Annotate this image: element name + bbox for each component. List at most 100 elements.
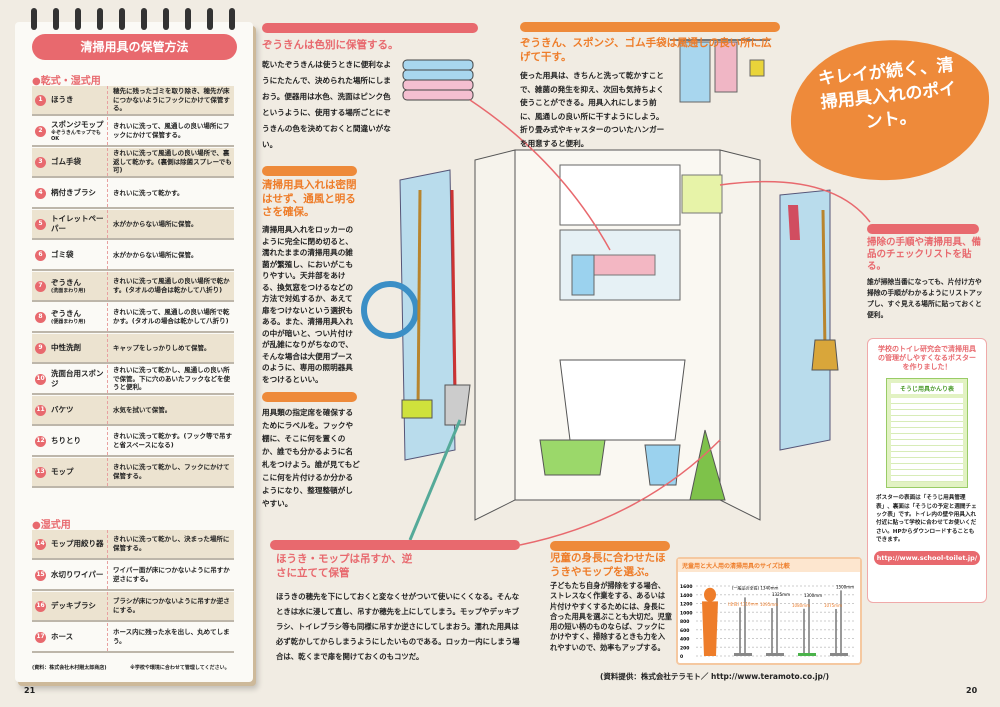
row-number: 7 [35,280,46,292]
left-door [399,169,456,461]
tool-head [798,653,816,656]
toilet-paper-shelf [559,164,681,226]
notebook-title: 清掃用具の保管方法 [32,34,237,60]
item-name-cell: 柄付きブラシ [51,179,108,207]
item-name-cell: ぞうきん(便器まわり用) [51,303,108,331]
height-title: 児童の身長に合わせたほうきやモップを選ぶ。 [550,552,666,578]
checklist-title: 掃除の手順や清掃用具、備品のチェックリストを貼る。 [867,237,982,272]
item-name-cell: ホース [51,623,108,651]
row-number: 2 [35,125,46,137]
row-number: 14 [35,538,46,550]
poster-heading: 学校のトイレ研究会で清掃用具の管理がしやすくなるポスターを作りました！ [878,345,976,372]
spiral-ring [119,8,125,30]
child-length-label: 1095mm [760,602,778,607]
item-name: モップ [51,467,74,477]
y-tick-label: 1200 [680,602,693,608]
spiral-ring [31,8,37,30]
item-storage-desc: 水がかからない場所に保管。 [113,250,198,259]
drying-hanger-illustration [670,39,770,103]
item-name: トイレットペーパー [51,214,104,233]
poster-body: ポスターの表面は「そうじ用具管理表」、裏面は「そうじの予定と週間チェック表」です… [876,495,977,544]
table-row: 8 ぞうきん(便器まわり用) きれいに洗って、風通しの良い場所で乾かす。(タオルの場… [32,303,234,333]
row-number: 6 [35,249,46,261]
row-number: 13 [35,466,46,478]
item-note: (洗面まわり用) [51,287,86,294]
headline-text: キレイが続く、清掃用具入れのポイント。 [817,55,958,133]
row-number: 10 [35,373,46,385]
dry-body: 使った用具は、きちんと洗って乾かすことで、雑菌の発生を抑え、次回も気持ちよく使う… [520,71,665,148]
bucket [644,444,681,486]
row-number: 11 [35,404,46,416]
spiral-ring [75,8,81,30]
item-note: ※ぞうきんモップでもOK [51,129,101,142]
row-number: 8 [35,311,46,323]
item-name: モップ用絞り器 [51,539,104,549]
storage-notebook: 清掃用具の保管方法 ●乾式・湿式用 ●湿式用 (資料：株式会社木村剛太郎商店) … [15,8,253,682]
item-name: 水切りワイパー [51,570,104,580]
item-name-cell: ぞうきん(洗面まわり用) [51,272,108,300]
dry-title: ぞうきん、スポンジ、ゴム手袋は風通しの良い所に広げて干す。 [520,37,772,63]
tool-head [830,653,848,656]
row-number: 1 [35,94,46,106]
chart-title: 児童用と大人用の清掃用具のサイズ比較 [678,559,860,572]
item-storage-desc: きれいに洗って、風通しの良い場所で乾かす。(タオルの場合は乾かして八折り) [113,308,230,325]
checklist-body: 誰が掃除当番になっても、片付け方や掃除の手順がわかるようにリストアップし、すぐ見… [867,278,983,319]
item-name-cell: スポンジモップ※ぞうきんモップでもOK [51,117,108,145]
adult-length-label: 1300mm [804,593,822,598]
y-tick-label: 1000 [680,610,693,616]
item-storage-desc: 水気を拭いて保管。 [113,405,172,414]
item-name: デッキブラシ [51,601,96,611]
ventilation-title: 清掃用具入れは密閉はせず、通風と明るさを確保。 [262,179,357,219]
wiper-handle [408,419,462,541]
brush-head [811,339,839,371]
item-name: ゴミ袋 [51,250,74,260]
poster-url-link[interactable]: http://www.school-toilet.jp/ [874,550,980,565]
item-name-cell: 洗面台用スポンジ [51,365,108,393]
item-storage-desc: きれいに洗って乾かし、風通しの良い所で保管。下に穴のあいたフックなどを使うと便利… [113,365,230,392]
adult-length-label: 1500mm [836,584,854,589]
row-number: 4 [35,187,46,199]
child-silhouette-body [702,601,718,656]
y-tick-label: 0 [680,654,683,660]
tool-head [766,653,784,656]
table-row: 4 柄付きブラシきれいに洗って乾かす。 [32,179,234,209]
y-tick-label: 1600 [680,584,693,590]
adult-length-label: 1325mm [772,592,790,597]
table-source: (資料：株式会社木村剛太郎商店) [32,665,107,671]
hose [361,281,419,339]
item-storage-desc: きれいに洗って乾かす。 [113,188,184,197]
row-number: 12 [35,435,46,447]
spiral-ring [97,8,103,30]
brush-handle [821,209,827,351]
checklist-sheet [681,174,723,214]
row-number: 17 [35,631,46,643]
table-footnote: ※学校や環境に合わせて管理してください。 [130,665,230,671]
page-number-left: 21 [24,686,36,695]
y-tick-label: 600 [680,628,689,634]
table-row: 14 モップ用絞り器きれいに洗って乾かし、決まった場所に保管する。 [32,530,234,560]
page-number-right: 20 [966,686,978,695]
spiral-ring [163,8,169,30]
pink-cloths [584,254,656,276]
row-number: 16 [35,600,46,612]
child-length-label: (全長) 1110mm [728,600,758,606]
child-length-label: 1080mm [792,603,810,608]
item-name-cell: トイレットペーパー [51,210,108,238]
zoukin-color-title: ぞうきんは色別に保管する。 [262,39,399,51]
y-tick-label: 1400 [680,593,693,599]
zoukin-color-body: 乾いたぞうきんは使うときに便利なようにたたんで、決められた場所にしまおう。便器用… [262,60,392,149]
item-name-cell: モップ [51,458,108,486]
item-name: ぞうきん [51,309,81,318]
child-length-label: 1075mm [824,603,842,608]
item-storage-desc: きれいに洗って乾かし、決まった場所に保管する。 [113,535,230,552]
adult-length-label: (一般品の全長) 1340mm [732,584,778,590]
row-number: 3 [35,156,46,168]
